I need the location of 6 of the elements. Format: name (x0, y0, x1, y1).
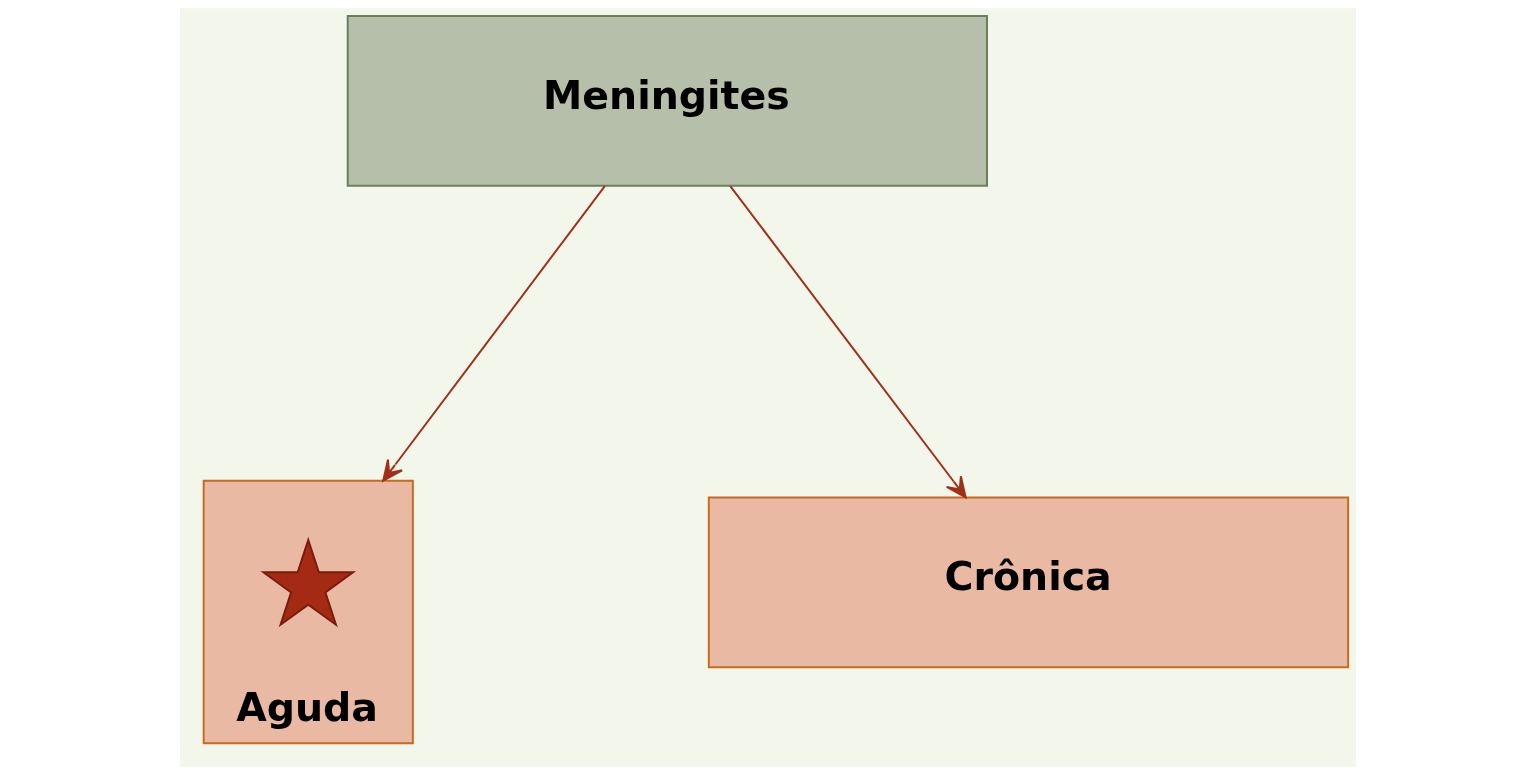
cluster: Aguda (202, 479, 414, 745)
arrow (728, 185, 967, 499)
node-box: Meningites (346, 15, 988, 187)
node-star (259, 536, 356, 628)
node-box: Crônica (707, 496, 1349, 669)
arrow (381, 185, 606, 482)
